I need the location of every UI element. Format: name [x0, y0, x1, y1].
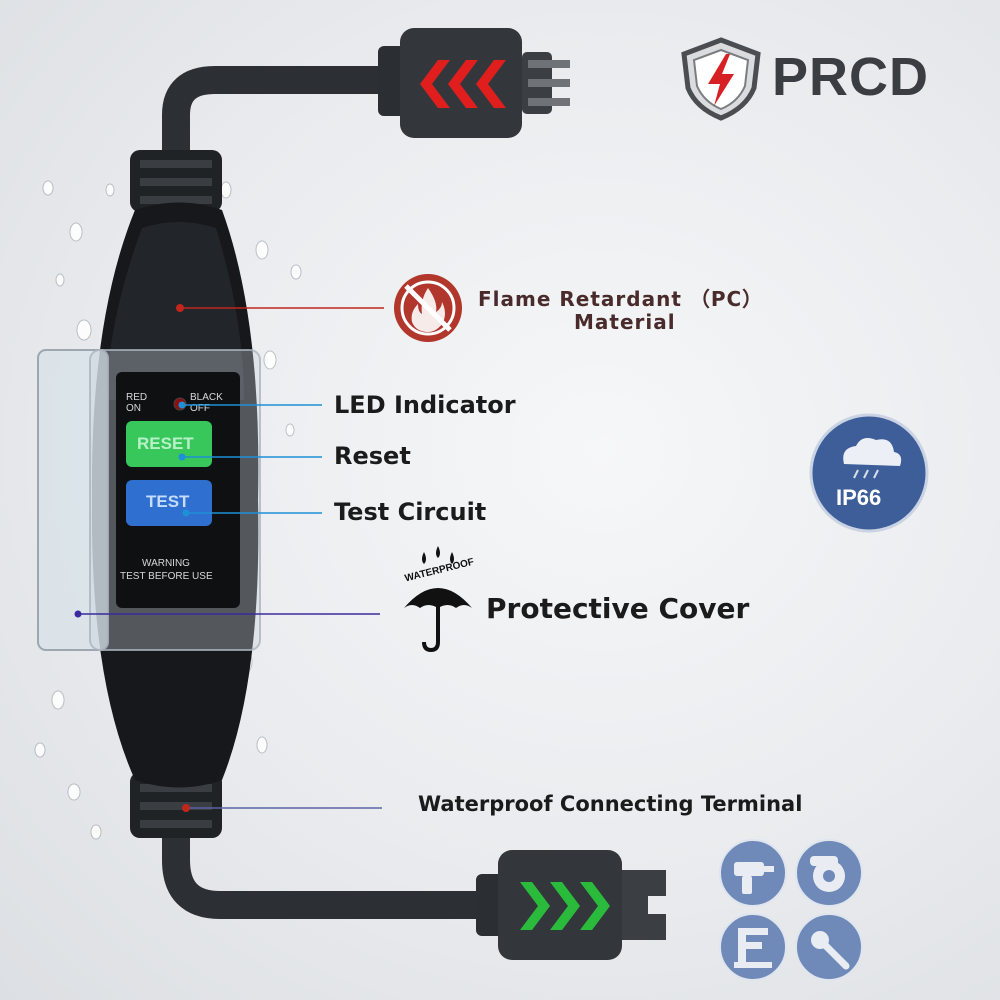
led-indicator-label: LED Indicator	[334, 391, 516, 419]
test-circuit-label: Test Circuit	[334, 498, 487, 526]
reset-button[interactable]: RESET	[137, 434, 194, 453]
circular-saw-icon	[795, 839, 863, 907]
input-plug	[378, 28, 570, 138]
material-label: Material	[574, 310, 676, 334]
prcd-device	[37, 150, 261, 838]
indicator-off-label: BLACK OFF	[190, 392, 223, 414]
flame-retardant-label: Flame Retardant （PC）	[478, 287, 764, 311]
output-plug	[476, 850, 666, 960]
rain-cloud-icon	[809, 413, 929, 533]
planer-icon	[719, 913, 787, 981]
waterproof-terminal-label: Waterproof Connecting Terminal	[418, 792, 803, 816]
reset-label: Reset	[334, 442, 411, 470]
ip-rating-badge: IP66	[836, 485, 882, 510]
green-arrow-icon	[520, 882, 610, 930]
angle-grinder-icon	[795, 913, 863, 981]
umbrella-icon	[404, 546, 472, 653]
test-button[interactable]: TEST	[146, 492, 190, 511]
no-fire-icon	[394, 274, 462, 342]
protective-cover-label: Protective Cover	[486, 592, 750, 625]
indicator-on-label: RED ON	[126, 392, 148, 414]
shield-lightning-icon	[681, 37, 761, 121]
red-arrow-icon	[420, 60, 506, 108]
drill-icon	[719, 839, 787, 907]
brand-title: PRCD	[772, 47, 930, 107]
warning-line-2: TEST BEFORE USE	[120, 571, 213, 582]
warning-line-1: WARNING	[142, 558, 190, 569]
